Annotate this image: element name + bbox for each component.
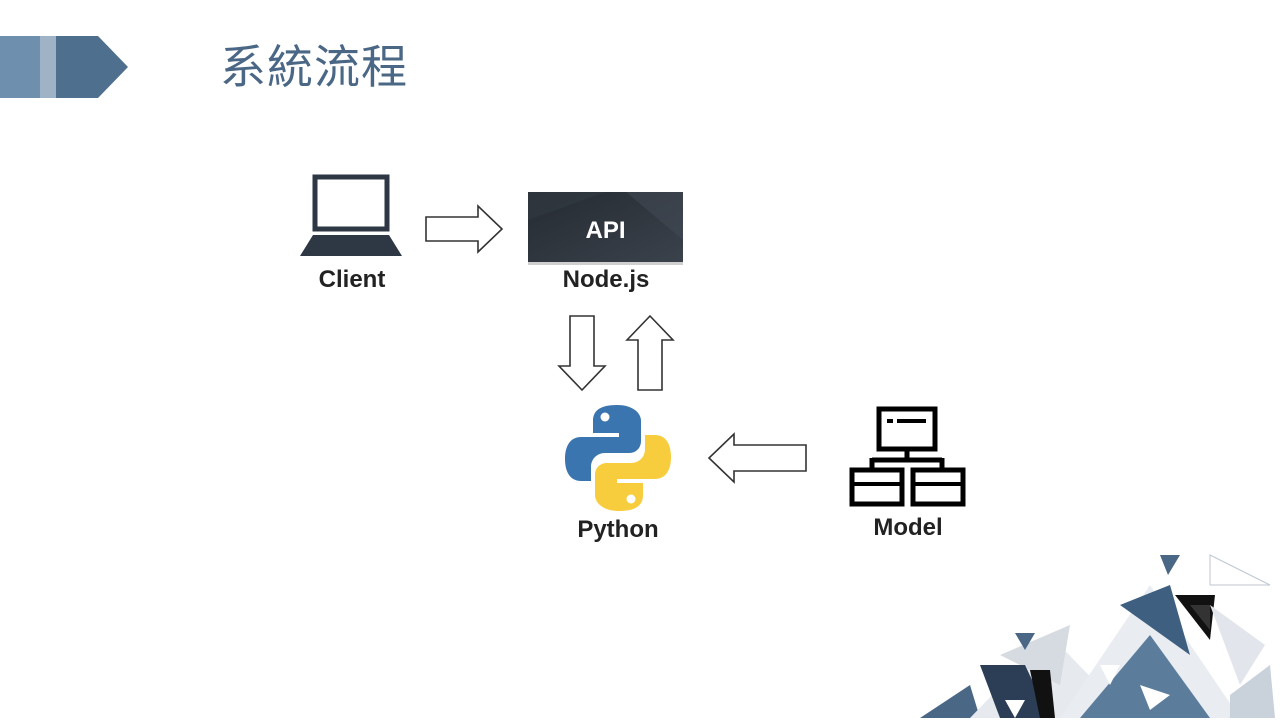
model-label: Model xyxy=(873,514,943,541)
python-label: Python xyxy=(577,516,659,543)
arrow-right-icon xyxy=(425,204,504,254)
corner-decoration xyxy=(920,554,1275,718)
header-decoration xyxy=(0,36,128,98)
laptop-icon xyxy=(300,174,402,256)
client-label: Client xyxy=(318,266,386,293)
python-logo-icon xyxy=(565,405,671,511)
arrow-left-icon xyxy=(707,432,807,484)
arrow-down-icon xyxy=(557,315,607,392)
api-box-text: API xyxy=(585,217,626,244)
nodejs-label: Node.js xyxy=(562,266,650,293)
api-box xyxy=(528,192,683,265)
arrow-up-icon xyxy=(625,314,675,391)
network-diagram-icon xyxy=(849,406,966,507)
slide-title: 系統流程 xyxy=(220,40,408,94)
